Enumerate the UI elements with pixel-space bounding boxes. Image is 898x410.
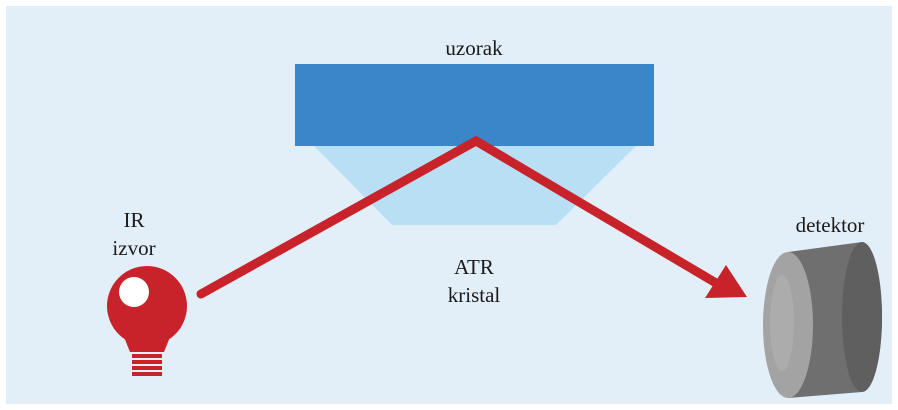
source-label-line1: IR — [123, 208, 145, 232]
detector-label: detektor — [795, 213, 865, 237]
light-bulb-icon — [107, 266, 187, 376]
beam-arrowhead — [705, 265, 747, 298]
crystal-label-line1: ATR — [454, 255, 494, 279]
atr-crystal — [314, 146, 636, 225]
crystal-label-line2: kristal — [447, 283, 501, 307]
ir-beam — [196, 135, 747, 299]
sample-label: uzorak — [445, 36, 503, 60]
detector-cylinder-icon — [763, 242, 882, 398]
source-label-line2: izvor — [112, 236, 156, 260]
sample-block — [295, 64, 654, 146]
